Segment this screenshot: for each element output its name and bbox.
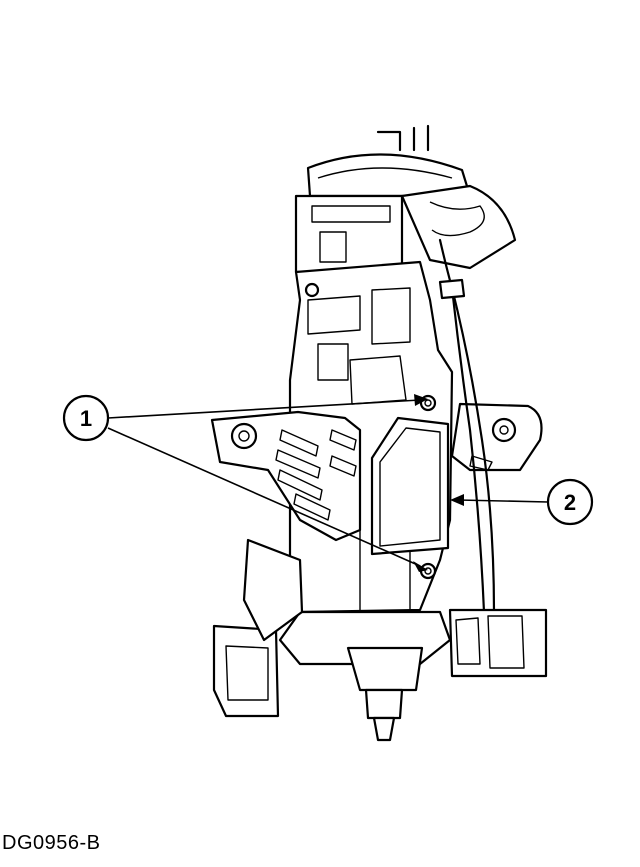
- module: [370, 394, 450, 580]
- callout-1: 1: [62, 394, 110, 442]
- upper-housing: [294, 124, 517, 274]
- callout-2: 2: [546, 478, 594, 526]
- left-bracket: [210, 410, 362, 542]
- callout-leaders: [107, 394, 549, 572]
- lower-base: [212, 538, 548, 742]
- callout-1-number: 1: [80, 406, 92, 431]
- wire-harness: [438, 238, 496, 614]
- right-bracket: [450, 402, 543, 472]
- figure-id-label: DG0956-B: [2, 832, 101, 854]
- callout-2-number: 2: [564, 490, 576, 515]
